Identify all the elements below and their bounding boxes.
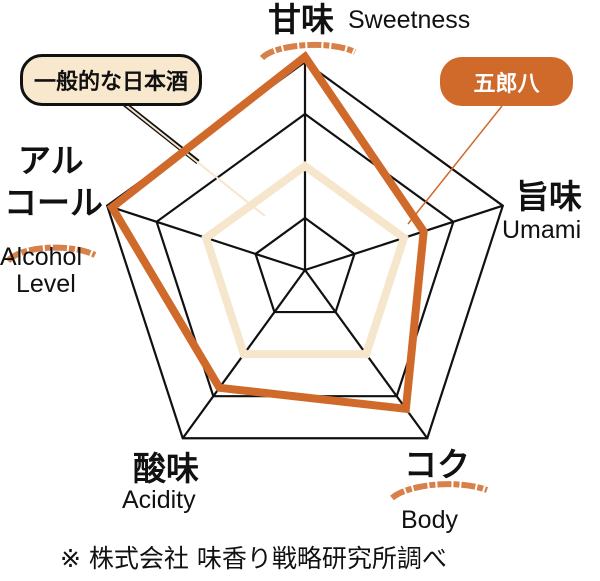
series-goroku [106, 51, 428, 414]
callout-line-general [121, 101, 266, 217]
axis-label-body-en: Body [401, 506, 458, 534]
legend-general-sake: 一般的な日本酒 [20, 54, 202, 106]
axis-label-alcohol-en-line2: Level [16, 270, 76, 298]
legend-goroku: 五郎八 [440, 57, 573, 106]
brush-stroke-body [390, 481, 489, 501]
series-general-sake [201, 161, 409, 359]
grid-ring [254, 216, 356, 314]
legend-label: 五郎八 [473, 71, 540, 97]
axis-label-sweetness-en: Sweetness [348, 6, 471, 34]
axis-label-acidity-ja: 酸味 [133, 449, 199, 488]
legend-label: 一般的な日本酒 [33, 70, 188, 95]
axis-label-umami-en: Umami [502, 216, 582, 244]
brush-stroke-sweetness [259, 41, 357, 61]
axis-label-umami-ja: 旨味 [516, 177, 582, 216]
axis-label-alcohol-en-line1: Alcohol [0, 243, 82, 271]
axis-label-body-ja: コク [404, 445, 470, 484]
brush-stroke-alcohol [5, 244, 97, 264]
source-footnote: ※ 株式会社 味香り戦略研究所調べ [60, 544, 447, 573]
axis-label-acidity-en: Acidity [122, 486, 196, 514]
axis-label-sweetness-ja: 甘味 [268, 0, 334, 39]
axis-label-alcohol-ja: アルコール [4, 141, 103, 222]
callout-line-goroku [407, 105, 503, 225]
